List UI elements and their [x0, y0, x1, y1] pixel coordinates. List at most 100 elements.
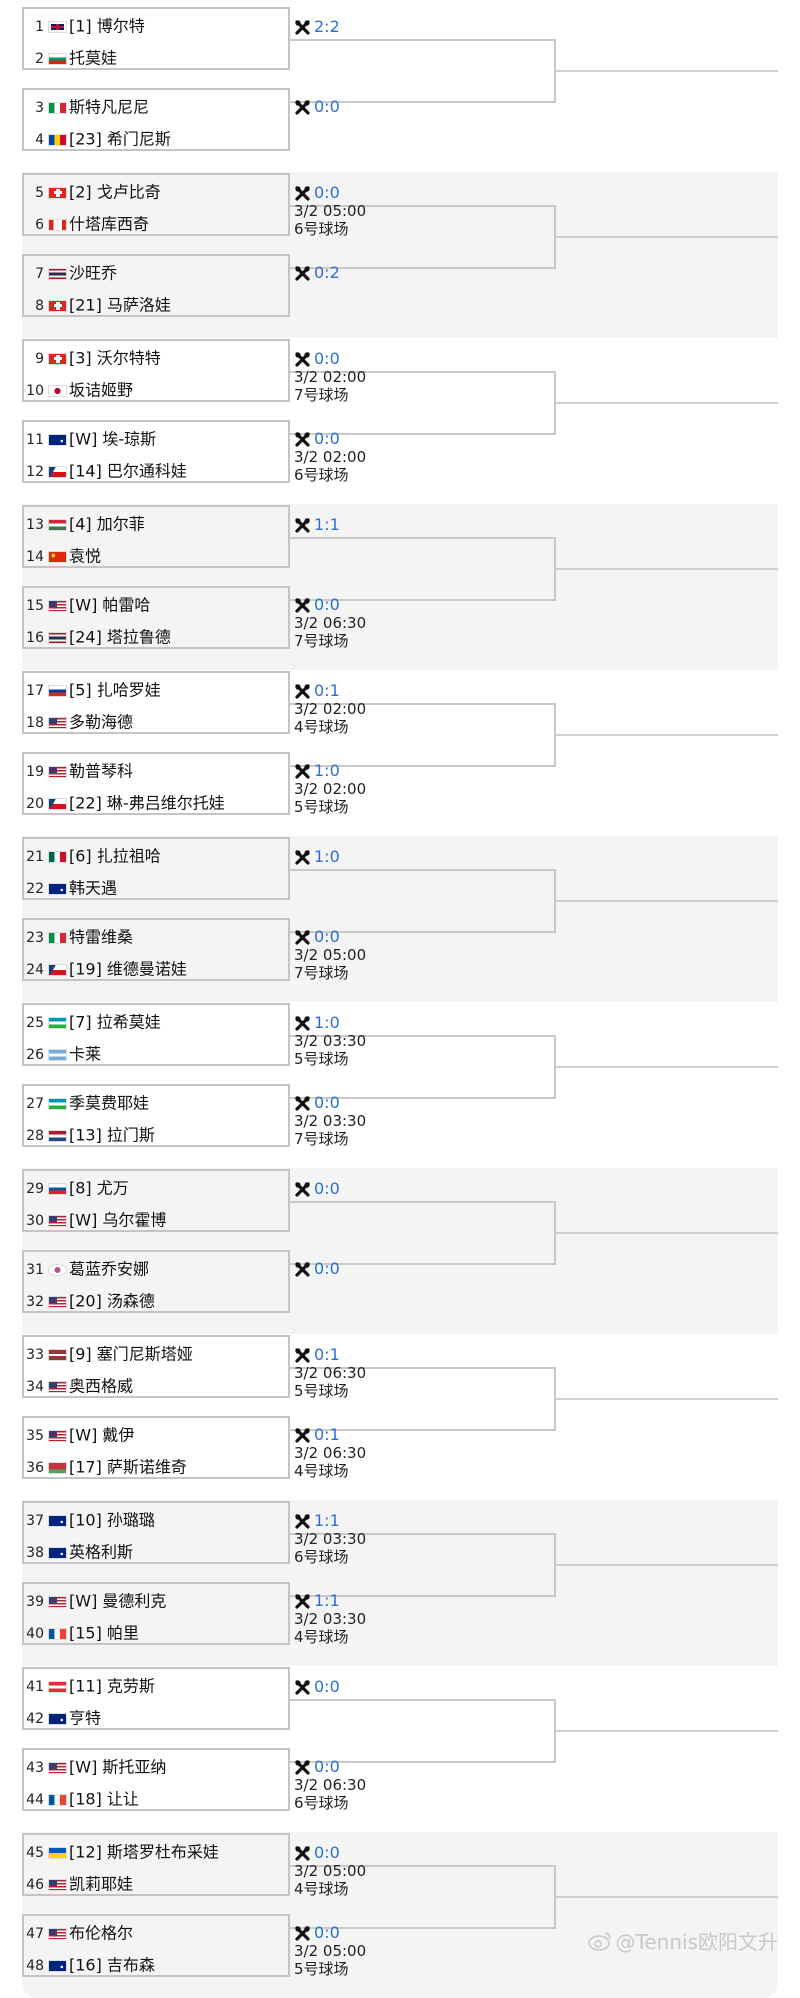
match-info[interactable]: 0:0: [294, 1678, 340, 1696]
h2h-score[interactable]: 2:2: [314, 17, 340, 36]
match-info[interactable]: 0:0: [294, 1180, 340, 1198]
player-row[interactable]: 44[18] 让让: [24, 1786, 139, 1812]
h2h-score[interactable]: 0:0: [314, 1093, 340, 1112]
head-to-head[interactable]: 0:0: [294, 1844, 366, 1862]
head-to-head[interactable]: 0:0: [294, 928, 366, 946]
h2h-score[interactable]: 0:2: [314, 263, 340, 282]
player-row[interactable]: 9[3] 沃尔特特: [24, 345, 161, 371]
head-to-head[interactable]: 0:0: [294, 1180, 340, 1198]
head-to-head[interactable]: 1:1: [294, 516, 340, 534]
player-row[interactable]: 21[6] 扎拉祖哈: [24, 843, 161, 869]
h2h-score[interactable]: 1:1: [314, 1511, 340, 1530]
match-info[interactable]: 0:0: [294, 98, 340, 116]
h2h-score[interactable]: 1:0: [314, 761, 340, 780]
player-row[interactable]: 33[9] 塞门尼斯塔娅: [24, 1341, 193, 1367]
h2h-score[interactable]: 1:0: [314, 1013, 340, 1032]
player-row[interactable]: 43[W] 斯托亚纳: [24, 1754, 166, 1780]
match-info[interactable]: 0:2: [294, 264, 340, 282]
h2h-score[interactable]: 1:1: [314, 515, 340, 534]
head-to-head[interactable]: 0:0: [294, 1260, 340, 1278]
h2h-score[interactable]: 0:0: [314, 429, 340, 448]
h2h-score[interactable]: 0:0: [314, 927, 340, 946]
head-to-head[interactable]: 0:0: [294, 430, 366, 448]
h2h-score[interactable]: 1:1: [314, 1591, 340, 1610]
head-to-head[interactable]: 1:0: [294, 1014, 366, 1032]
h2h-score[interactable]: 0:0: [314, 183, 340, 202]
h2h-score[interactable]: 0:0: [314, 1259, 340, 1278]
h2h-score[interactable]: 0:0: [314, 1843, 340, 1862]
head-to-head[interactable]: 0:0: [294, 1758, 366, 1776]
h2h-score[interactable]: 0:1: [314, 1345, 340, 1364]
h2h-score[interactable]: 0:1: [314, 1425, 340, 1444]
head-to-head[interactable]: 1:1: [294, 1512, 366, 1530]
player-row[interactable]: 24[19] 维德曼诺娃: [24, 956, 187, 982]
head-to-head[interactable]: 0:0: [294, 184, 366, 202]
player-row[interactable]: 11[W] 埃-琼斯: [24, 426, 156, 452]
player-row[interactable]: 45[12] 斯塔罗杜布采娃: [24, 1839, 219, 1865]
match-info[interactable]: 2:2: [294, 18, 340, 36]
h2h-score[interactable]: 0:0: [314, 1179, 340, 1198]
player-row[interactable]: 20[22] 琳-弗吕维尔托娃: [24, 790, 225, 816]
head-to-head[interactable]: 0:1: [294, 1426, 366, 1444]
h2h-score[interactable]: 0:0: [314, 349, 340, 368]
h2h-score[interactable]: 0:0: [314, 97, 340, 116]
match-info[interactable]: 0:0: [294, 1260, 340, 1278]
head-to-head[interactable]: 1:1: [294, 1592, 366, 1610]
player-row[interactable]: 1[1] 博尔特: [24, 13, 145, 39]
head-to-head[interactable]: 0:0: [294, 98, 340, 116]
player-row[interactable]: 40[15] 帕里: [24, 1620, 139, 1646]
player-row[interactable]: 16[24] 塔拉鲁德: [24, 624, 171, 650]
player-row[interactable]: 5[2] 戈卢比奇: [24, 179, 161, 205]
head-to-head[interactable]: 1:0: [294, 848, 340, 866]
head-to-head[interactable]: 0:0: [294, 1678, 340, 1696]
head-to-head[interactable]: 0:2: [294, 264, 340, 282]
player-row[interactable]: 29[8] 尤万: [24, 1175, 129, 1201]
player-row[interactable]: 36[17] 萨斯诺维奇: [24, 1454, 187, 1480]
head-to-head[interactable]: 0:0: [294, 1924, 366, 1942]
player-row[interactable]: 8[21] 马萨洛娃: [24, 292, 171, 318]
player-row[interactable]: 37[10] 孙璐璐: [24, 1507, 155, 1533]
player-row[interactable]: 48[16] 吉布森: [24, 1952, 155, 1978]
h2h-score[interactable]: 1:0: [314, 847, 340, 866]
match-info[interactable]: 1:0: [294, 848, 340, 866]
player-row[interactable]: 12[14] 巴尔通科娃: [24, 458, 187, 484]
match-info[interactable]: 1:1: [294, 516, 340, 534]
player-row[interactable]: 15[W] 帕雷哈: [24, 592, 150, 618]
head-to-head[interactable]: 0:0: [294, 596, 366, 614]
player-row[interactable]: 39[W] 曼德利克: [24, 1588, 166, 1614]
head-to-head[interactable]: 2:2: [294, 18, 340, 36]
head-to-head[interactable]: 0:0: [294, 350, 366, 368]
player-row[interactable]: 4[23] 希门尼斯: [24, 126, 171, 152]
head-to-head[interactable]: 0:1: [294, 1346, 366, 1364]
h2h-score[interactable]: 0:0: [314, 595, 340, 614]
